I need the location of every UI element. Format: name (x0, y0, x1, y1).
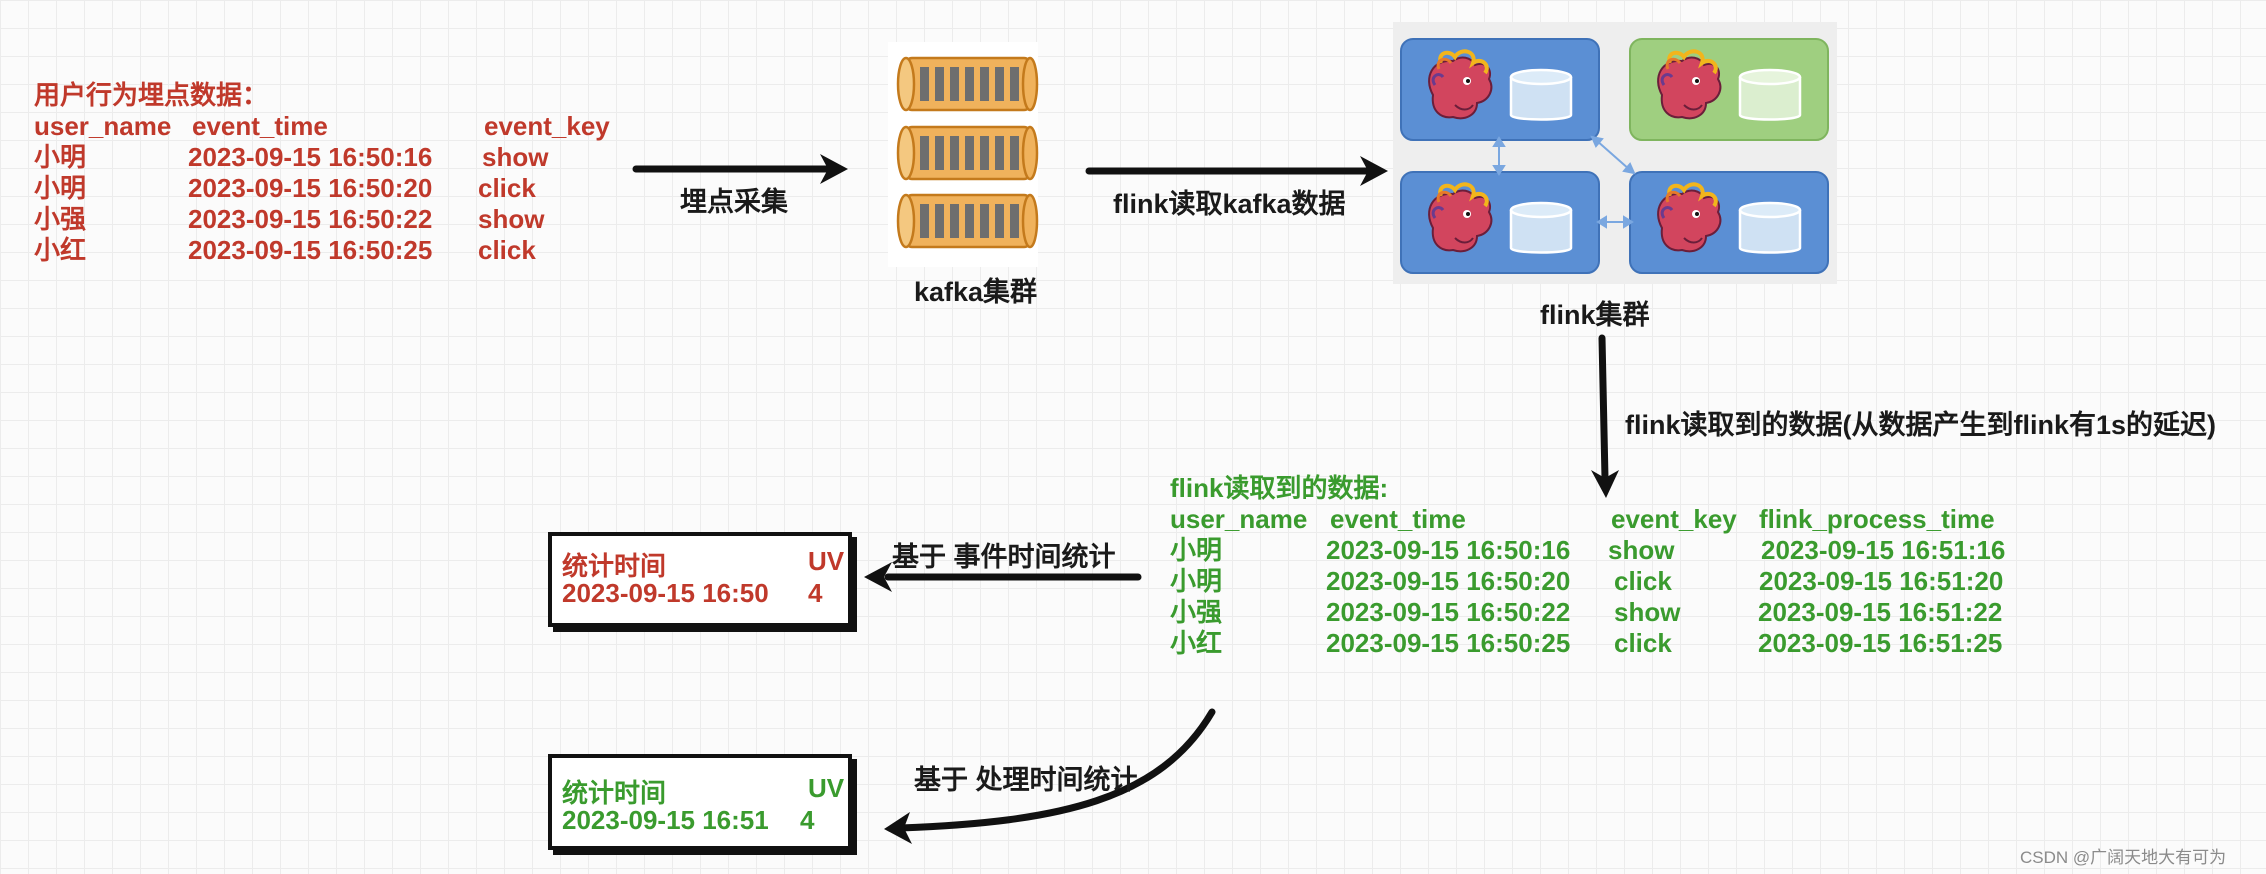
flink-cell-user: 小强 (1170, 597, 1223, 627)
flink-cell-time: 2023-09-15 16:50:22 (1326, 597, 1571, 627)
source-cell-key: show (482, 142, 549, 172)
flink-cell-user: 小红 (1170, 628, 1223, 658)
flink-cluster-label: flink集群 (1540, 300, 1650, 330)
flink-cell-user: 小明 (1170, 566, 1223, 596)
source-cell-time: 2023-09-15 16:50:20 (188, 173, 433, 203)
event-time-result-box: 统计时间 UV 2023-09-15 16:50 4 (548, 532, 852, 627)
arrow-to-flink-data (1598, 334, 1609, 482)
event-result-head-time: 统计时间 (562, 551, 667, 581)
source-cell-time: 2023-09-15 16:50:25 (188, 235, 433, 265)
process-time-result-box: 统计时间 UV 2023-09-15 16:51 4 (548, 754, 852, 850)
event-result-uv: 4 (808, 578, 823, 608)
flink-cell-key: click (1614, 628, 1672, 658)
process-result-time: 2023-09-15 16:51 (562, 805, 769, 835)
source-cell-time: 2023-09-15 16:50:22 (188, 204, 433, 234)
source-header-row: user_name event_time event_key (34, 111, 634, 142)
source-cell-key: click (478, 235, 536, 265)
flink-cell-key: click (1614, 566, 1672, 596)
flink-data-title: flink读取到的数据: (1170, 473, 1389, 503)
source-cell-user: 小红 (34, 235, 87, 265)
process-result-uv: 4 (800, 805, 815, 835)
arrow-process-time (896, 708, 1216, 832)
flink-cell-key: show (1608, 535, 1675, 565)
flink-col-time: event_time (1330, 504, 1466, 534)
source-row: 小强 2023-09-15 16:50:22 show (34, 204, 634, 235)
kafka-topic-icon (896, 125, 1039, 181)
source-row: 小明 2023-09-15 16:50:20 click (34, 173, 634, 204)
flink-cell-time: 2023-09-15 16:50:20 (1326, 566, 1571, 596)
kafka-cluster-label: kafka集群 (914, 277, 1038, 307)
flink-cell-process-time: 2023-09-15 16:51:16 (1761, 535, 2006, 565)
process-result-head-time: 统计时间 (562, 778, 667, 808)
source-data-block: 用户行为埋点数据： user_name event_time event_key… (34, 80, 634, 266)
flink-header-row: user_name event_time event_key flink_pro… (1170, 504, 2050, 535)
process-result-head-uv: UV (808, 773, 845, 803)
database-icon (1509, 68, 1573, 121)
flink-row: 小强 2023-09-15 16:50:22 show 2023-09-15 1… (1170, 597, 2050, 628)
flink-cell-time: 2023-09-15 16:50:16 (1326, 535, 1571, 565)
flink-cell-user: 小明 (1170, 535, 1223, 565)
flink-cell-time: 2023-09-15 16:50:25 (1326, 628, 1571, 658)
source-cell-user: 小明 (34, 173, 87, 203)
flink-cell-key: show (1614, 597, 1681, 627)
kafka-topic-icon (896, 193, 1039, 249)
flink-node (1400, 171, 1600, 274)
kafka-cluster-icon (888, 42, 1039, 267)
source-cell-time: 2023-09-15 16:50:16 (188, 142, 433, 172)
flink-data-block: flink读取到的数据: user_name event_time event_… (1170, 473, 2050, 659)
source-col-time: event_time (192, 111, 328, 141)
source-col-key: event_key (484, 111, 610, 141)
event-result-head-uv: UV (808, 546, 845, 576)
collect-label: 埋点采集 (680, 187, 788, 217)
source-cell-user: 小明 (34, 142, 87, 172)
watermark: CSDN @广阔天地大有可为 (2020, 848, 2227, 867)
source-cell-key: click (478, 173, 536, 203)
source-title: 用户行为埋点数据： (34, 80, 269, 110)
flink-cluster-icon (1393, 22, 1837, 284)
flink-node (1629, 38, 1829, 141)
source-cell-user: 小强 (34, 204, 87, 234)
flink-col-process-time: flink_process_time (1759, 504, 1995, 534)
flink-row: 小明 2023-09-15 16:50:16 show 2023-09-15 1… (1170, 535, 2050, 566)
flink-row: 小红 2023-09-15 16:50:25 click 2023-09-15 … (1170, 628, 2050, 659)
kafka-topic-icon (896, 56, 1039, 112)
flink-read-kafka-label: flink读取kafka数据 (1113, 189, 1346, 219)
flink-cell-process-time: 2023-09-15 16:51:25 (1758, 628, 2003, 658)
flink-read-delay-label: flink读取到的数据(从数据产生到flink有1s的延迟) (1625, 410, 2217, 440)
flink-cell-process-time: 2023-09-15 16:51:20 (1759, 566, 2004, 596)
flink-cell-process-time: 2023-09-15 16:51:22 (1758, 597, 2003, 627)
database-icon (1509, 201, 1573, 254)
arrows (632, 165, 1609, 832)
flink-node (1629, 171, 1829, 274)
event-time-stat-label: 基于 事件时间统计 (892, 542, 1116, 572)
source-col-user: user_name (34, 111, 172, 141)
source-row: 小明 2023-09-15 16:50:16 show (34, 142, 634, 173)
flink-col-key: event_key (1611, 504, 1737, 534)
flink-row: 小明 2023-09-15 16:50:20 click 2023-09-15 … (1170, 566, 2050, 597)
source-cell-key: show (478, 204, 545, 234)
process-time-stat-label: 基于 处理时间统计 (914, 765, 1138, 795)
event-result-time: 2023-09-15 16:50 (562, 578, 769, 608)
database-icon (1738, 201, 1802, 254)
database-icon (1738, 68, 1802, 121)
source-row: 小红 2023-09-15 16:50:25 click (34, 235, 634, 266)
flink-node (1400, 38, 1600, 141)
flink-col-user: user_name (1170, 504, 1308, 534)
